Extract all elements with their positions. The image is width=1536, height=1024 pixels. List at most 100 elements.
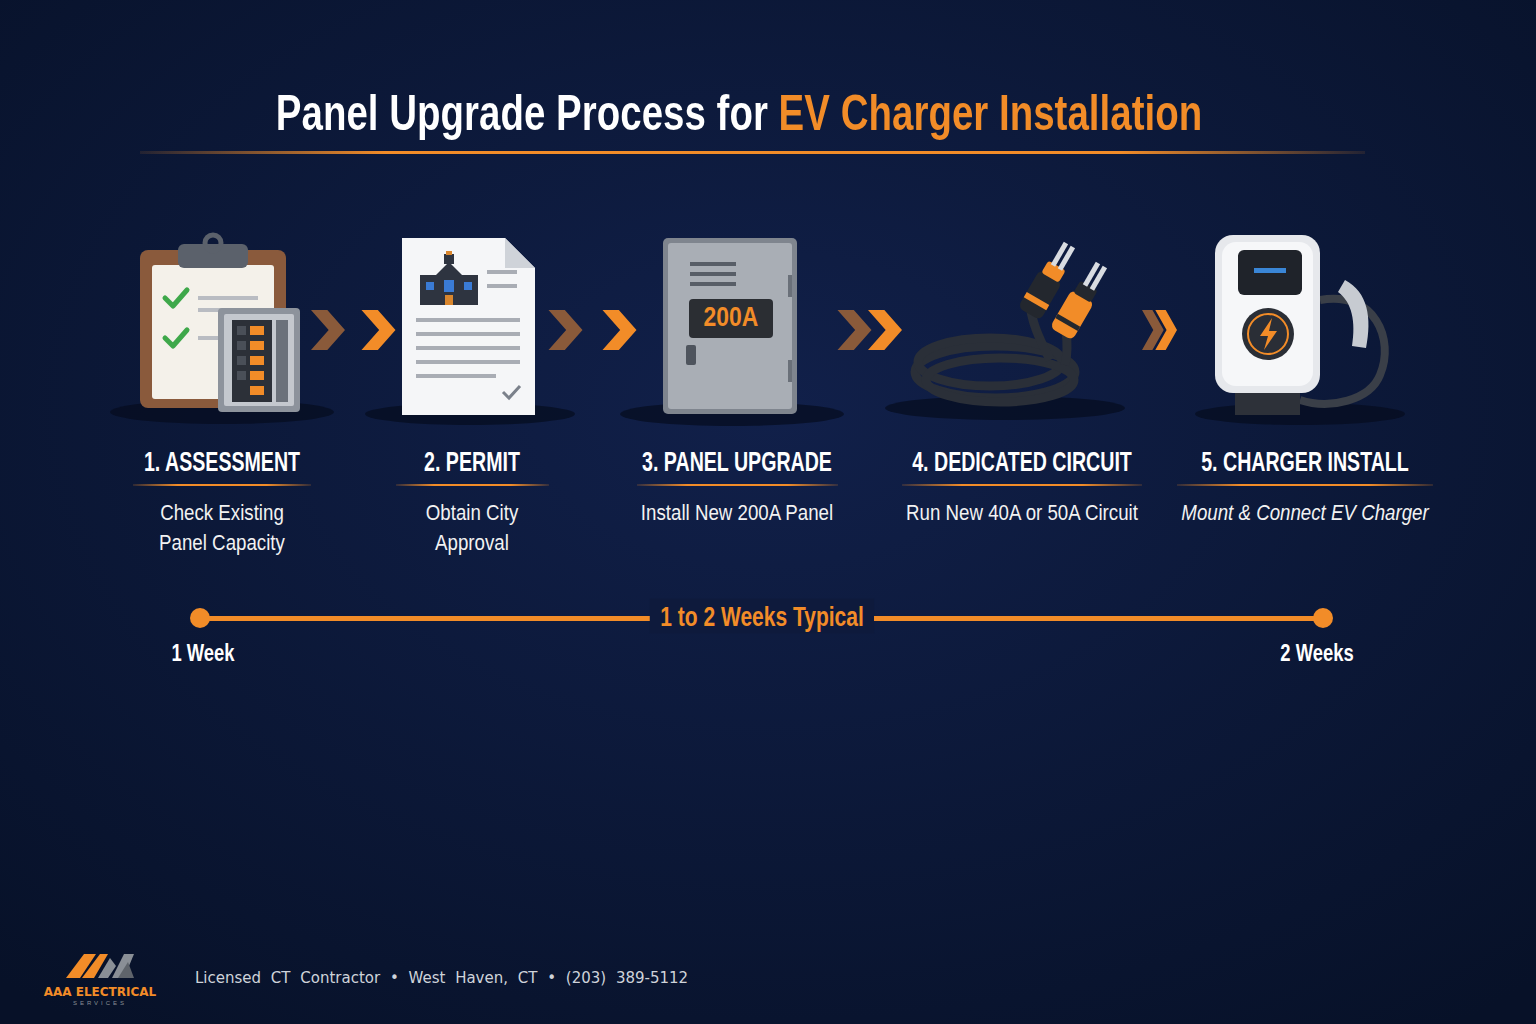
diagram-title: Panel Upgrade Process for EV Charger Ins… bbox=[276, 82, 1202, 144]
permit-document-icon bbox=[503, 386, 520, 398]
logo-tagline: SERVICES bbox=[73, 1000, 127, 1008]
electrical-panel-icon bbox=[690, 282, 736, 286]
permit-document-icon bbox=[416, 318, 520, 322]
permit-document-icon bbox=[444, 280, 454, 292]
step-heading: 3. PANEL UPGRADE bbox=[642, 444, 832, 480]
ev-charger-icon bbox=[1242, 308, 1294, 360]
ev-charger-icon bbox=[1238, 250, 1302, 295]
timeline bbox=[190, 608, 210, 628]
clipboard-icon bbox=[152, 265, 274, 399]
logo-name: AAA ELECTRICAL bbox=[44, 985, 157, 1000]
panel-small-icon bbox=[237, 326, 246, 335]
step-arrow bbox=[1142, 310, 1177, 350]
panel-small-icon bbox=[218, 308, 300, 412]
step-arrow bbox=[549, 310, 637, 350]
step-description: Obtain City Approval bbox=[400, 498, 545, 558]
permit-document-icon bbox=[402, 238, 535, 415]
footer-contact: Licensed CT Contractor • West Haven, CT … bbox=[195, 969, 688, 988]
logo-mark bbox=[66, 954, 134, 978]
permit-document-icon bbox=[444, 254, 454, 264]
plug-icon bbox=[1050, 258, 1113, 340]
permit-document-icon bbox=[416, 374, 496, 378]
timeline-end: 2 Weeks bbox=[1280, 639, 1353, 668]
timeline-start: 1 Week bbox=[171, 639, 234, 668]
clipboard-icon bbox=[165, 330, 187, 346]
panel-small-icon bbox=[250, 386, 264, 395]
permit-document-icon bbox=[446, 251, 452, 255]
panel-small-icon bbox=[237, 371, 246, 380]
electrical-panel-icon bbox=[690, 272, 736, 276]
step-arrow bbox=[838, 310, 903, 350]
logo-mark bbox=[118, 962, 134, 978]
electrical-panel-icon bbox=[686, 345, 696, 365]
clipboard-icon bbox=[140, 235, 286, 408]
panel-small-icon bbox=[224, 314, 294, 406]
electrical-panel-icon bbox=[668, 243, 792, 409]
step-heading: 4. DEDICATED CIRCUIT bbox=[912, 444, 1132, 480]
panel-small-icon bbox=[250, 341, 264, 350]
cable-icon bbox=[915, 300, 1075, 402]
arrow-chevron bbox=[311, 310, 345, 350]
clipboard-icon bbox=[205, 235, 221, 251]
plug-icon bbox=[1058, 246, 1075, 271]
permit-document-icon bbox=[445, 295, 453, 305]
ev-charger-icon bbox=[1254, 268, 1286, 273]
permit-document-icon bbox=[420, 275, 478, 305]
clipboard-icon bbox=[178, 244, 248, 268]
panel-small-icon bbox=[237, 356, 246, 365]
permit-document-icon bbox=[416, 332, 520, 336]
heading-underline bbox=[637, 484, 838, 486]
ev-charger-icon bbox=[1215, 235, 1320, 393]
permit-document-icon bbox=[402, 238, 535, 415]
title-underline bbox=[140, 151, 1365, 154]
electrical-panel-icon bbox=[788, 275, 792, 297]
panel-small-icon bbox=[250, 371, 264, 380]
permit-document-icon bbox=[487, 270, 517, 274]
permit-document-icon bbox=[416, 346, 520, 350]
process-step: 3. PANEL UPGRADEInstall New 200A Panel bbox=[637, 230, 838, 532]
plug-icon bbox=[1090, 266, 1107, 291]
heading-underline bbox=[902, 484, 1142, 486]
logo-mark bbox=[98, 958, 116, 978]
permit-document-icon bbox=[487, 284, 517, 288]
heading-underline bbox=[133, 484, 311, 486]
step-heading: 1. ASSESSMENT bbox=[144, 444, 300, 480]
heading-underline bbox=[396, 484, 549, 486]
electrical-panel-icon bbox=[663, 238, 797, 414]
panel-small-icon bbox=[250, 356, 264, 365]
permit-document-icon bbox=[416, 360, 520, 364]
permit-document-icon bbox=[464, 282, 472, 290]
step-heading: 5. CHARGER INSTALL bbox=[1201, 444, 1409, 480]
timeline bbox=[1313, 608, 1333, 628]
clipboard-icon bbox=[165, 290, 187, 306]
step-description: Run New 40A or 50A Circuit bbox=[906, 498, 1138, 528]
electrical-panel-icon bbox=[788, 360, 792, 382]
ev-charger-icon bbox=[1260, 318, 1277, 350]
timeline-label: 1 to 2 Weeks Typical bbox=[650, 599, 874, 634]
permit-document-icon bbox=[426, 282, 434, 290]
panel-small-icon bbox=[276, 320, 288, 402]
process-step: 2. PERMIT Obtain City Approval bbox=[396, 230, 549, 562]
panel-small-icon bbox=[218, 308, 300, 412]
process-step: 4. DEDICATED CIRCUIT Run New 40A or 50A C… bbox=[902, 230, 1142, 532]
electrical-panel-icon bbox=[689, 299, 773, 338]
logo-mark bbox=[112, 954, 134, 978]
electrical-panel-icon bbox=[663, 238, 797, 414]
arrow-chevron bbox=[838, 310, 872, 350]
ev-charger-icon bbox=[1215, 235, 1385, 415]
permit-document-icon bbox=[420, 251, 478, 305]
panel-small-icon bbox=[237, 341, 246, 350]
panel-small-icon bbox=[250, 326, 264, 335]
plug-icon bbox=[1024, 292, 1050, 310]
plug-icon bbox=[1018, 238, 1113, 340]
step-heading: 2. PERMIT bbox=[424, 444, 520, 480]
permit-document-icon bbox=[505, 238, 535, 268]
cable-icon bbox=[926, 358, 1074, 402]
arrow-chevron bbox=[1155, 310, 1177, 350]
process-step: 1. ASSESSMENTCheck Existing Panel Capaci… bbox=[133, 230, 311, 562]
panel-rating: 200A bbox=[704, 301, 759, 335]
